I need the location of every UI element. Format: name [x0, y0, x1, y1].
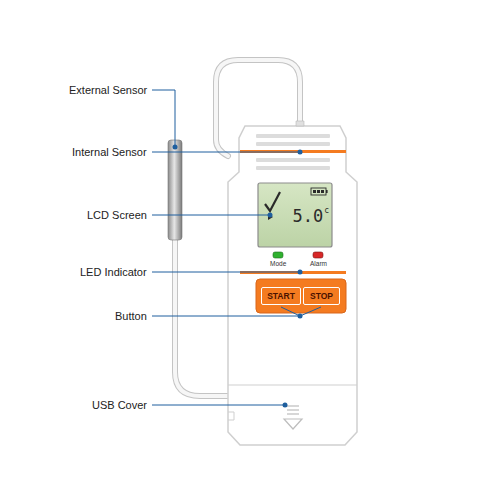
button-text: STOP [310, 292, 333, 301]
button-text: START [267, 292, 295, 301]
usb-cover-seam [228, 384, 357, 385]
push-button: STOP [303, 287, 340, 305]
led-label: Mode [270, 261, 286, 268]
led-label: Alarm [310, 261, 327, 268]
callout-label: LED Indicator [80, 266, 147, 278]
probe [168, 140, 182, 240]
cable-gland [296, 121, 304, 126]
callout-label: LCD Screen [87, 209, 147, 221]
button-panel [256, 279, 346, 313]
temperature-value: 5.0 [292, 208, 323, 225]
callout-label: Button [115, 310, 147, 322]
lcd-readout: 5.0c [281, 202, 331, 232]
led-green [273, 252, 283, 258]
lcd-screen [258, 183, 332, 247]
temperature-unit: c [324, 207, 329, 215]
usb-notch [228, 412, 234, 420]
led-red [313, 252, 323, 258]
push-button: START [261, 287, 301, 305]
leader-dots [173, 145, 303, 408]
callout-label: Internal Sensor [72, 146, 147, 158]
callout-label: USB Cover [92, 399, 147, 411]
usb-cover-icon [284, 406, 302, 429]
battery-icon [311, 188, 328, 195]
callout-label: External Sensor [69, 84, 147, 96]
check-mark [265, 192, 280, 211]
device-body [228, 126, 357, 445]
leader-lines [152, 90, 321, 405]
